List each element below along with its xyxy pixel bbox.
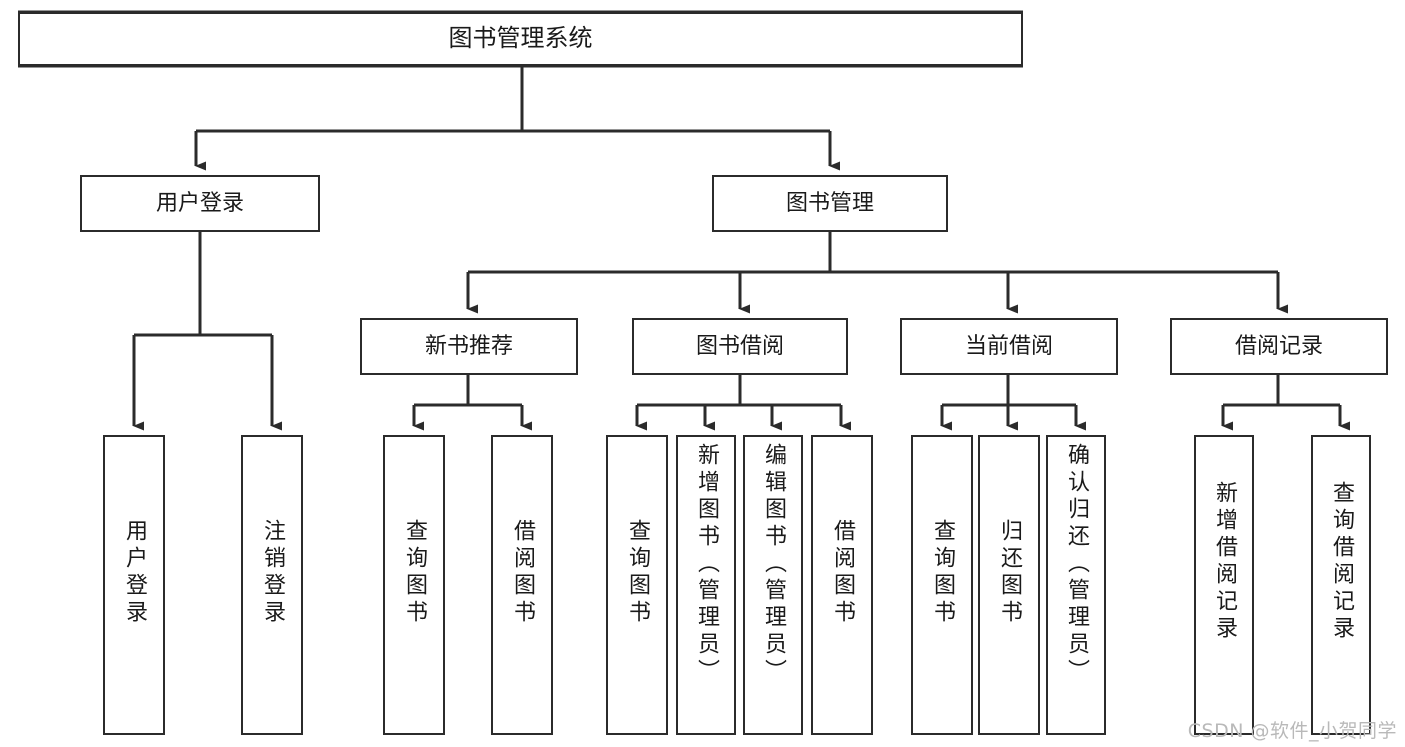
node-book-borrow[interactable]: 图书借阅 [632, 318, 848, 375]
leaf-new-book-borrow[interactable]: 借阅图书 [491, 435, 553, 735]
leaf-current-borrow-confirm-return[interactable]: 确认归还（管理员） [1046, 435, 1106, 735]
node-user-login[interactable]: 用户登录 [80, 175, 320, 232]
leaf-borrow-record-query[interactable]: 查询借阅记录 [1311, 435, 1371, 735]
leaf-book-borrow-query[interactable]: 查询图书 [606, 435, 668, 735]
leaf-borrow-record-add[interactable]: 新增借阅记录 [1194, 435, 1254, 735]
node-label: 图书管理 [785, 190, 874, 216]
leaf-new-book-query[interactable]: 查询图书 [383, 435, 445, 735]
node-label: 归还图书 [997, 519, 1022, 627]
node-label: 编辑图书（管理员） [761, 443, 786, 686]
leaf-book-borrow-borrow[interactable]: 借阅图书 [811, 435, 873, 735]
leaf-current-borrow-return[interactable]: 归还图书 [978, 435, 1040, 735]
node-label: 图书借阅 [695, 333, 784, 359]
leaf-book-borrow-edit[interactable]: 编辑图书（管理员） [743, 435, 803, 735]
node-label: 用户登录 [155, 190, 244, 216]
node-label: 新书推荐 [424, 333, 513, 359]
leaf-user-login-logout[interactable]: 注销登录 [241, 435, 303, 735]
leaf-current-borrow-query[interactable]: 查询图书 [911, 435, 973, 735]
node-label: 用户登录 [122, 519, 147, 627]
node-label: 查询图书 [930, 519, 955, 627]
leaf-book-borrow-add[interactable]: 新增图书（管理员） [676, 435, 736, 735]
node-current-borrow[interactable]: 当前借阅 [900, 318, 1118, 375]
watermark-text: CSDN @软件_小贺同学 [1187, 720, 1397, 742]
node-label: 当前借阅 [964, 333, 1053, 359]
node-label: 新增借阅记录 [1212, 481, 1237, 643]
node-label: 查询图书 [625, 519, 650, 627]
node-label: 借阅图书 [510, 519, 535, 627]
node-label: 确认归还（管理员） [1064, 443, 1089, 686]
node-label: 查询借阅记录 [1329, 481, 1354, 643]
node-root-system[interactable]: 图书管理系统 [18, 12, 1023, 66]
node-label: 新增图书（管理员） [694, 443, 719, 686]
node-label: 查询图书 [402, 519, 427, 627]
node-book-management[interactable]: 图书管理 [712, 175, 948, 232]
leaf-user-login-login[interactable]: 用户登录 [103, 435, 165, 735]
node-new-book-recommend[interactable]: 新书推荐 [360, 318, 578, 375]
node-label: 图书管理系统 [448, 24, 593, 53]
node-label: 借阅图书 [830, 519, 855, 627]
node-label: 借阅记录 [1234, 333, 1323, 359]
node-label: 注销登录 [260, 519, 285, 627]
node-borrow-record[interactable]: 借阅记录 [1170, 318, 1388, 375]
